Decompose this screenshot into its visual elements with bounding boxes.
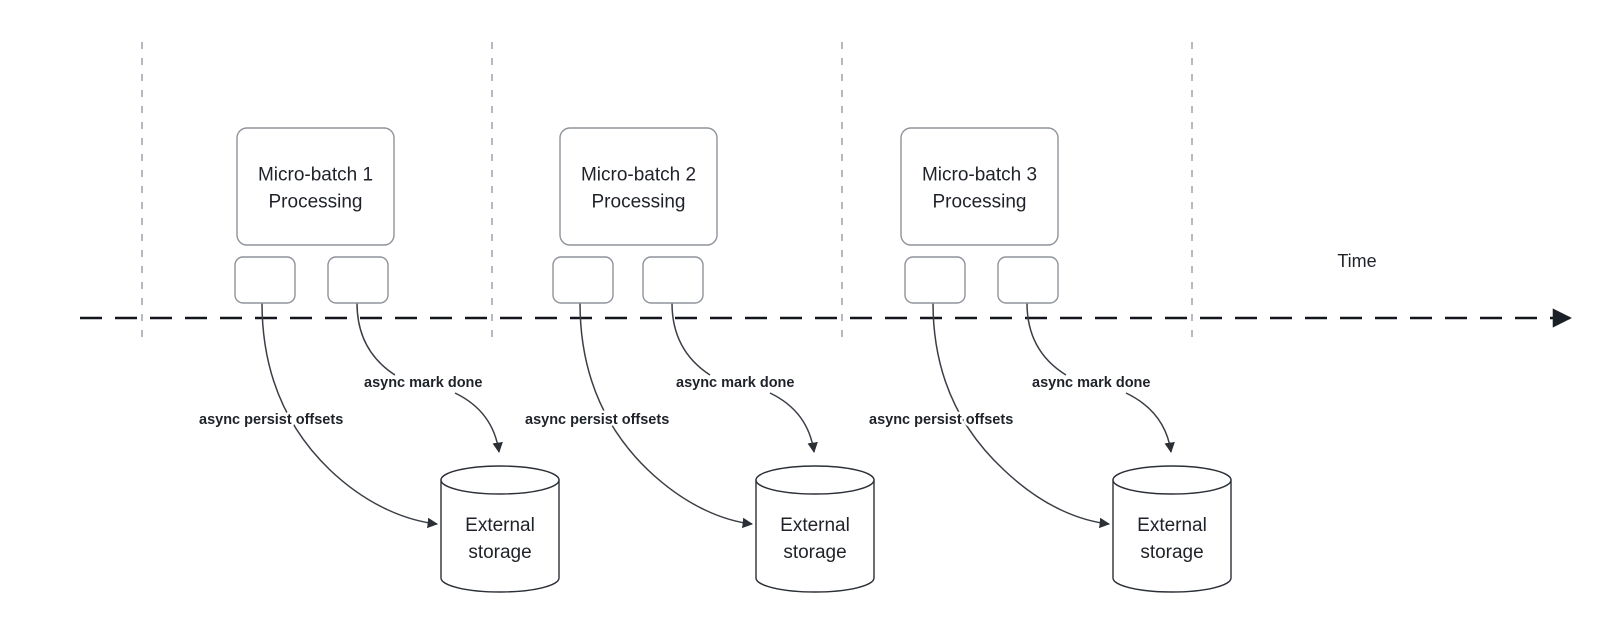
microbatch-process-box[interactable] — [900, 127, 1059, 246]
microbatch-process-box[interactable] — [559, 127, 718, 246]
async-mark-done-label: async mark done — [1032, 375, 1150, 391]
external-storage-title: External — [780, 515, 850, 536]
async-persist-offsets-label-halo: async persist offsets — [199, 412, 343, 428]
external-storage-cylinder-top — [1112, 465, 1232, 495]
async-mark-done-label-halo: async mark done — [364, 375, 482, 391]
persist-offsets-marker[interactable] — [552, 256, 614, 304]
async-mark-done-label-halo: async mark done — [676, 375, 794, 391]
async-mark-done-label-halo: async mark done — [1032, 375, 1150, 391]
microbatch-process-subtitle: Processing — [933, 192, 1027, 213]
external-storage-cylinder-body[interactable] — [1112, 479, 1232, 593]
microbatch-process-subtitle: Processing — [269, 192, 363, 213]
async-mark-done-label: async mark done — [676, 375, 794, 391]
async-mark-done-label: async mark done — [364, 375, 482, 391]
persist-offsets-marker[interactable] — [904, 256, 966, 304]
microbatch-process-title: Micro-batch 1 — [258, 165, 373, 186]
async-persist-offsets-label: async persist offsets — [525, 412, 669, 428]
async-persist-offsets-arrow — [579, 302, 754, 529]
time-axis-label: Time — [1337, 251, 1376, 271]
external-storage-title: External — [1137, 515, 1207, 536]
async-mark-done-arrow — [1026, 302, 1171, 452]
mark-done-marker[interactable] — [327, 256, 389, 304]
microbatch-process-box[interactable] — [236, 127, 395, 246]
async-mark-done-arrow — [356, 302, 499, 452]
microbatch-process-subtitle: Processing — [592, 192, 686, 213]
async-persist-offsets-label: async persist offsets — [199, 412, 343, 428]
external-storage-subtitle: storage — [783, 542, 846, 563]
microbatch-process-title: Micro-batch 2 — [581, 165, 696, 186]
async-persist-offsets-arrow — [932, 302, 1111, 529]
persist-offsets-marker[interactable] — [234, 256, 296, 304]
external-storage-subtitle: storage — [468, 542, 531, 563]
timeline-tick-lines — [141, 42, 1193, 338]
async-persist-offsets-label-halo: async persist offsets — [525, 412, 669, 428]
external-storage-cylinder-top — [440, 465, 560, 495]
async-mark-done-arrow — [671, 302, 814, 452]
external-storage-subtitle: storage — [1140, 542, 1203, 563]
async-persist-offsets-label-halo: async persist offsets — [869, 412, 1013, 428]
external-storage-title: External — [465, 515, 535, 536]
external-storage-cylinder-body[interactable] — [440, 479, 560, 593]
mark-done-marker[interactable] — [997, 256, 1059, 304]
async-persist-offsets-label: async persist offsets — [869, 412, 1013, 428]
mark-done-marker[interactable] — [642, 256, 704, 304]
external-storage-cylinder-body[interactable] — [755, 479, 875, 593]
external-storage-cylinder-top — [755, 465, 875, 495]
microbatch-process-title: Micro-batch 3 — [922, 165, 1037, 186]
async-persist-offsets-arrow — [261, 302, 439, 529]
